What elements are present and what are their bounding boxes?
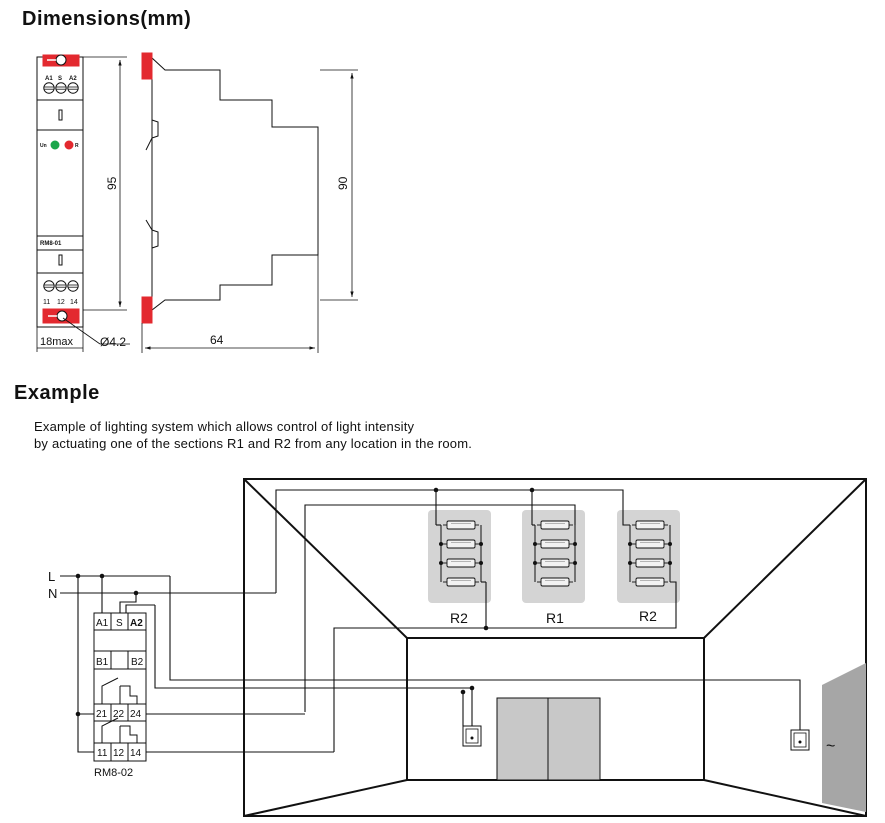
relay-terminal-a2: A2 (130, 618, 143, 629)
tube-icon (442, 539, 480, 549)
led-green-icon (50, 140, 60, 150)
example-heading: Example (14, 382, 100, 404)
relay-terminal-21: 21 (96, 709, 108, 720)
dimension-18 (36, 317, 130, 352)
relay-terminal-24: 24 (130, 709, 142, 720)
screw-icon (67, 82, 79, 94)
tube-icon (631, 520, 669, 530)
line-n-label: N (48, 586, 57, 601)
hole-label: Ø4.2 (100, 335, 126, 349)
tube-icon (536, 577, 574, 587)
dimension-95-label: 95 (105, 176, 119, 190)
description-line-1: Example of lighting system which allows … (34, 419, 415, 434)
led-r-label: R (75, 143, 79, 149)
dimension-64 (141, 255, 319, 353)
wall-switch (462, 725, 482, 747)
bottom-din-clip (42, 308, 80, 324)
dimension-90 (320, 69, 358, 301)
dimension-90-label: 90 (336, 176, 350, 190)
fixture-label-r2: R2 (450, 610, 468, 626)
line-l-label: L (48, 569, 55, 584)
fixture-label-r1: R1 (546, 610, 564, 626)
tube-icon (631, 577, 669, 587)
relay-terminal-12: 12 (113, 748, 125, 759)
relay-terminal-s: S (116, 618, 123, 629)
led-un-label: Un (40, 143, 47, 149)
screw-icon (43, 280, 55, 292)
relay-side-view (141, 52, 319, 324)
width-label: 18max (40, 336, 74, 348)
relay-rm8-02 (93, 612, 147, 762)
terminal-label: A2 (69, 76, 77, 82)
dimension-95 (83, 56, 127, 311)
tube-icon (536, 520, 574, 530)
screw-icon (67, 280, 79, 292)
tube-icon (631, 539, 669, 549)
relay-model-label: RM8-01 (40, 241, 62, 247)
ac-symbol-label: ~ (826, 738, 835, 755)
relay-terminal-b1: B1 (96, 657, 109, 668)
wire-junctions (75, 487, 535, 717)
screw-icon (55, 280, 67, 292)
tube-icon (536, 558, 574, 568)
top-din-clip (42, 54, 80, 67)
tube-icon (442, 520, 480, 530)
relay-model-label: RM8-02 (94, 767, 133, 779)
screw-icon (43, 82, 55, 94)
tube-icon (442, 577, 480, 587)
side-wall-panel (822, 663, 866, 812)
relay-terminal-b2: B2 (131, 657, 144, 668)
tube-icon (442, 558, 480, 568)
relay-terminal-14: 14 (130, 748, 142, 759)
screw-icon (55, 82, 67, 94)
relay-front-view (36, 54, 84, 328)
example-description: Example of lighting system which allows … (34, 418, 472, 452)
relay-terminal-22: 22 (113, 709, 125, 720)
terminal-label: 14 (70, 299, 78, 306)
led-red-icon (64, 140, 74, 150)
terminal-label: S (58, 76, 62, 82)
terminal-label: A1 (45, 76, 53, 82)
terminal-label: 11 (43, 299, 50, 306)
relay-terminal-a1: A1 (96, 618, 109, 629)
tube-icon (631, 558, 669, 568)
relay-terminal-11: 11 (97, 748, 108, 759)
door (496, 697, 601, 781)
fixture-label-r2: R2 (639, 608, 657, 624)
description-line-2: by actuating one of the sections R1 and … (34, 436, 473, 451)
wall-switch (790, 729, 810, 751)
tube-icon (536, 539, 574, 549)
dimensions-heading: Dimensions(mm) (22, 8, 192, 30)
terminal-label: 12 (57, 299, 65, 306)
dimension-64-label: 64 (210, 333, 224, 347)
